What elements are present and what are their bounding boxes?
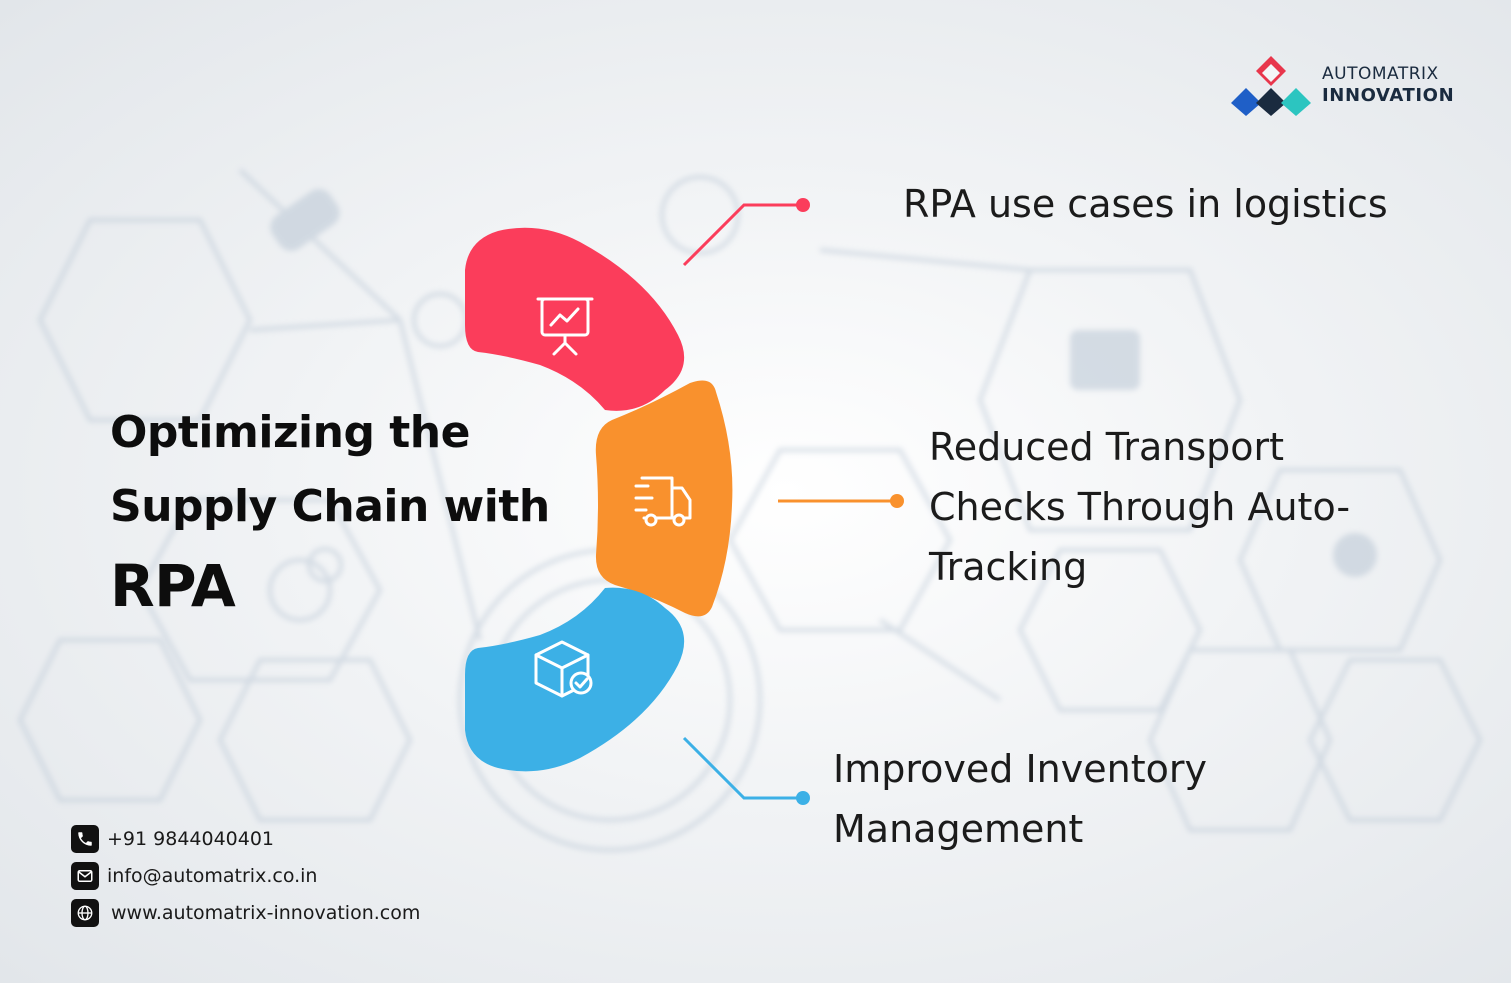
globe-icon: [71, 898, 99, 927]
contact-email: info@automatrix.co.in: [71, 857, 420, 894]
logo-line-1: AUTOMATRIX: [1322, 64, 1439, 84]
delivery-truck-icon: [634, 476, 692, 527]
label-transport-checks: Reduced Transport Checks Through Auto-Tr…: [929, 425, 1351, 589]
title-line-1: Optimizing the: [110, 407, 470, 458]
segment-transport-checks[interactable]: [595, 380, 733, 617]
label-rpa-logistics: RPA use cases in logistics: [903, 182, 1388, 226]
title-line-2: Supply Chain with: [110, 481, 550, 532]
logo-line-2: INNOVATION: [1322, 85, 1455, 106]
logo-mark-icon: [1231, 56, 1311, 116]
segment-rpa-logistics[interactable]: [465, 227, 685, 411]
contact-phone: +91 9844040401: [71, 820, 420, 857]
title-line-3: RPA: [110, 552, 236, 620]
package-check-icon: [534, 640, 593, 698]
page-title: Optimizing the Supply Chain with RPA: [110, 396, 590, 628]
email-link[interactable]: info@automatrix.co.in: [107, 864, 318, 887]
phone-link[interactable]: +91 9844040401: [107, 827, 275, 850]
contact-info: +91 9844040401 info@automatrix.co.in www…: [71, 820, 420, 931]
mail-icon: [71, 861, 99, 890]
presentation-chart-icon: [536, 297, 594, 356]
contact-website: www.automatrix-innovation.com: [71, 894, 420, 931]
logo-wordmark: AUTOMATRIX INNOVATION: [1322, 64, 1454, 106]
label-inventory-management: Improved Inventory Management: [833, 747, 1207, 851]
brand-logo: AUTOMATRIX INNOVATION: [1228, 54, 1468, 116]
website-link[interactable]: www.automatrix-innovation.com: [111, 901, 421, 924]
phone-icon: [71, 824, 99, 853]
segment-inventory-management[interactable]: [465, 587, 685, 772]
